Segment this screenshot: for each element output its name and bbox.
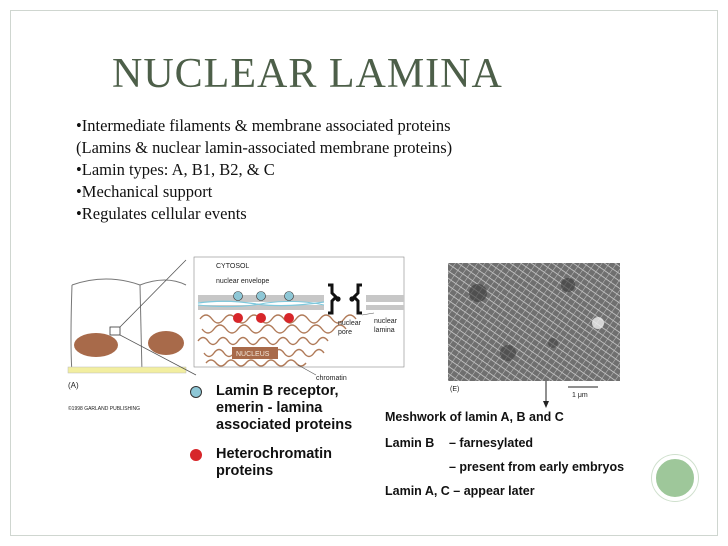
cell-sketch [67,259,197,376]
decorative-circle [652,455,698,501]
legend-text: Lamin B receptor, [216,383,339,399]
heterochromatin-dot-icon [190,449,202,461]
lamin-ac-note: Lamin A, C – appear later [385,484,535,498]
bullet-line: •Intermediate filaments & membrane assoc… [76,116,451,135]
figure-legend: Lamin B receptor, emerin - lamina associ… [188,383,388,492]
legend-item-heterochromatin: Heterochromatin proteins [188,446,388,480]
bullet-line: •Regulates cellular events [76,204,247,223]
early-embryos-note: – present from early embryos [449,460,625,474]
slide-frame [10,10,718,536]
legend-text: Heterochromatin [216,446,333,462]
bullet-line: (Lamins & nuclear lamin-associated membr… [76,138,453,157]
envelope-closeup: NUCLEUS CYTOSOL nuclear envelope nuclear… [193,256,405,382]
receptor-dot-icon [190,386,202,398]
cytosol-label: CYTOSOL [216,263,249,270]
chromatin-label: chromatin [316,375,347,382]
nucleus-label: NUCLEUS [236,351,270,358]
bullet-list: •Intermediate filaments & membrane assoc… [76,115,596,225]
receptor-dot [233,291,243,301]
scale-bar-label: 1 μm [572,392,588,399]
farnesylated-note: – farnesylated [449,436,534,450]
panel-label-e: (E) [450,386,459,393]
slide-title: NUCLEAR LAMINA [112,51,503,97]
lamina-micrograph: (E) 1 μm [448,263,620,409]
legend-text: proteins [216,463,274,479]
bullet-line: •Mechanical support [76,182,213,201]
receptor-dot [284,291,294,301]
receptor-dot [256,291,266,301]
panel-label-a: (A) [68,381,79,390]
nuclear-envelope-diagram: (A) ©1998 GARLAND PUBLISHING NUCLEUS [67,256,405,412]
copyright-text: ©1998 GARLAND PUBLISHING [68,405,140,412]
legend-item-receptor: Lamin B receptor, emerin - lamina associ… [188,383,388,434]
legend-text: emerin - lamina [216,400,323,416]
heterochromatin-dot [233,313,243,323]
meshwork-note: Meshwork of lamin A, B and C [385,410,564,424]
lamin-b-label: Lamin B [385,436,435,450]
bullet-line: •Lamin types: A, B1, B2, & C [76,160,275,179]
heterochromatin-dot [284,313,294,323]
nuclear-envelope-label: nuclear envelope [216,278,269,285]
heterochromatin-dot [256,313,266,323]
legend-text: associated proteins [216,417,353,433]
